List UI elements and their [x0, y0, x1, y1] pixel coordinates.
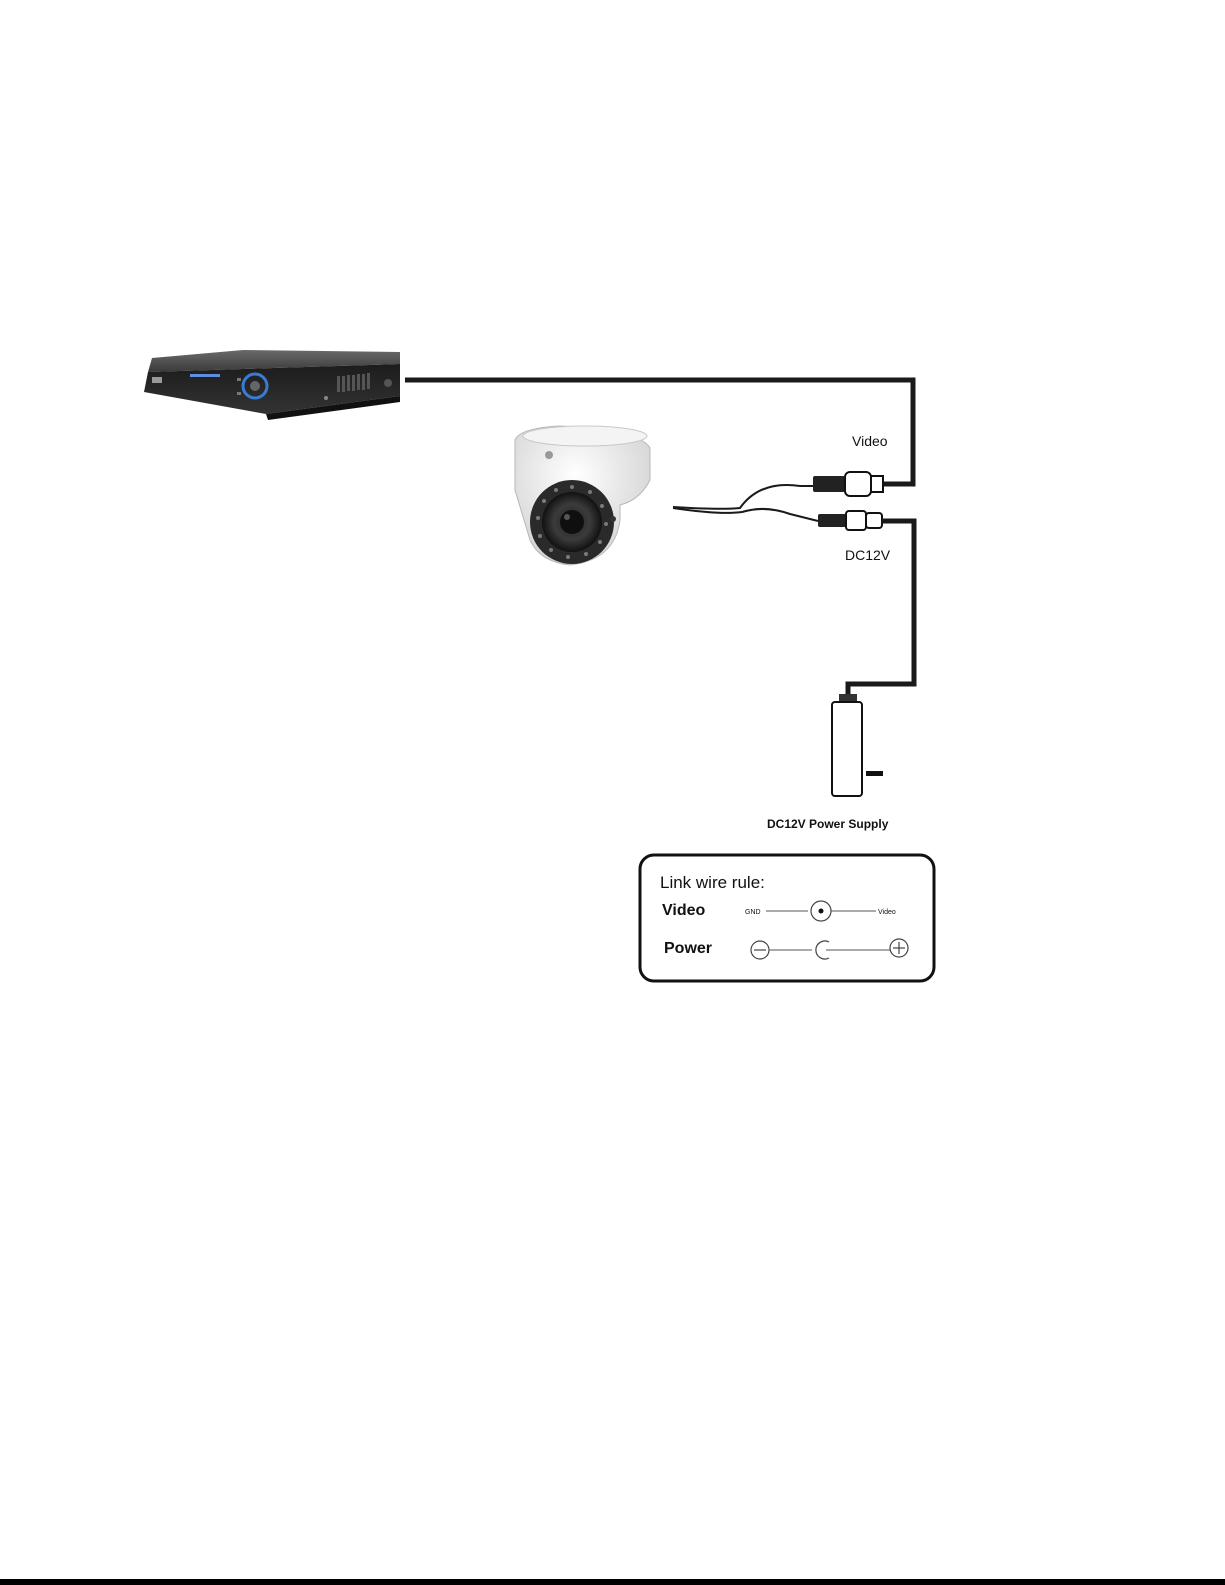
dvr-recorder-icon: [144, 350, 400, 420]
legend-title: Link wire rule:: [660, 873, 765, 892]
legend-power-label: Power: [664, 940, 712, 957]
bnc-connector-icon: [813, 472, 883, 496]
dome-camera-icon: [515, 426, 650, 565]
video-cable: [405, 380, 913, 484]
legend-gnd-label: GND: [745, 909, 761, 916]
legend-video-label: Video: [662, 902, 706, 919]
link-wire-rule-legend: Link wire rule: Video GND Video Power: [640, 855, 934, 981]
power-supply-label: DC12V Power Supply: [767, 817, 889, 831]
dc12v-label: DC12V: [845, 547, 891, 563]
page-bottom-rule: [0, 1579, 1225, 1585]
camera-pigtail: [673, 485, 818, 521]
power-adapter-icon: [832, 694, 883, 796]
legend-video-pin-label: Video: [878, 909, 896, 916]
video-label: Video: [852, 433, 888, 449]
dc-plug-icon: [818, 511, 882, 530]
